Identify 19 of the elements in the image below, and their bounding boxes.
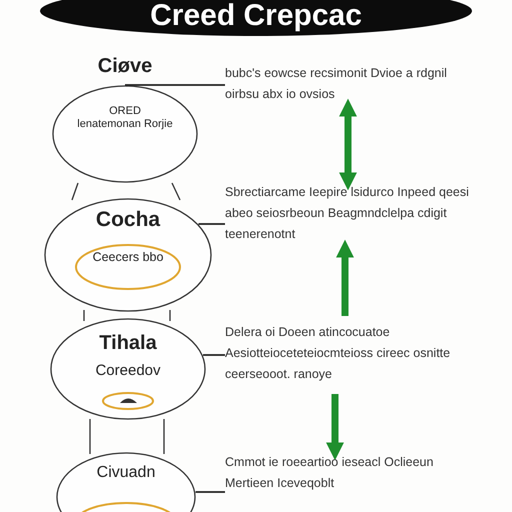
- bulb-heading: Tihala: [98, 332, 158, 355]
- arrow: [326, 394, 344, 460]
- bulb-heading: Ciøve: [96, 55, 154, 78]
- bulb-text: Coreedov: [94, 362, 162, 380]
- arrow: [339, 98, 357, 190]
- leader-line: [203, 354, 225, 356]
- description-text: bubc's eowcse recsimonit Dvioe a rdgnil oirbsu abx io ovsios: [225, 63, 473, 107]
- title-banner: Creed Crepcac: [40, 0, 472, 36]
- bulb-heading: Civuadn: [96, 464, 156, 482]
- ellipse-label: Ceecers bbo: [92, 250, 164, 264]
- leader-line: [125, 84, 225, 86]
- description-text: Cmmot ie roeeartioo ieseacl Oclieeun Mertieen Iceveqoblt: [225, 452, 457, 496]
- bulb-heading: Cocha: [94, 208, 162, 232]
- description-text: Sbrectiarcame Ieepire lsidurco Inpeed qeesi abeo seiosrbeoun Beagmndclelpa cdigit teenerenotnt: [225, 182, 477, 248]
- leader-line: [196, 491, 225, 493]
- leader-line: [198, 223, 225, 225]
- description-text: Delera oi Doeen atincocuatoe Aesiotteioceteteiocmteioss cireec osnitte ceerseooot. ranoye: [225, 322, 467, 388]
- arrow: [336, 240, 354, 316]
- bulb-text: ORED lenatemonan Rorjie: [77, 105, 173, 130]
